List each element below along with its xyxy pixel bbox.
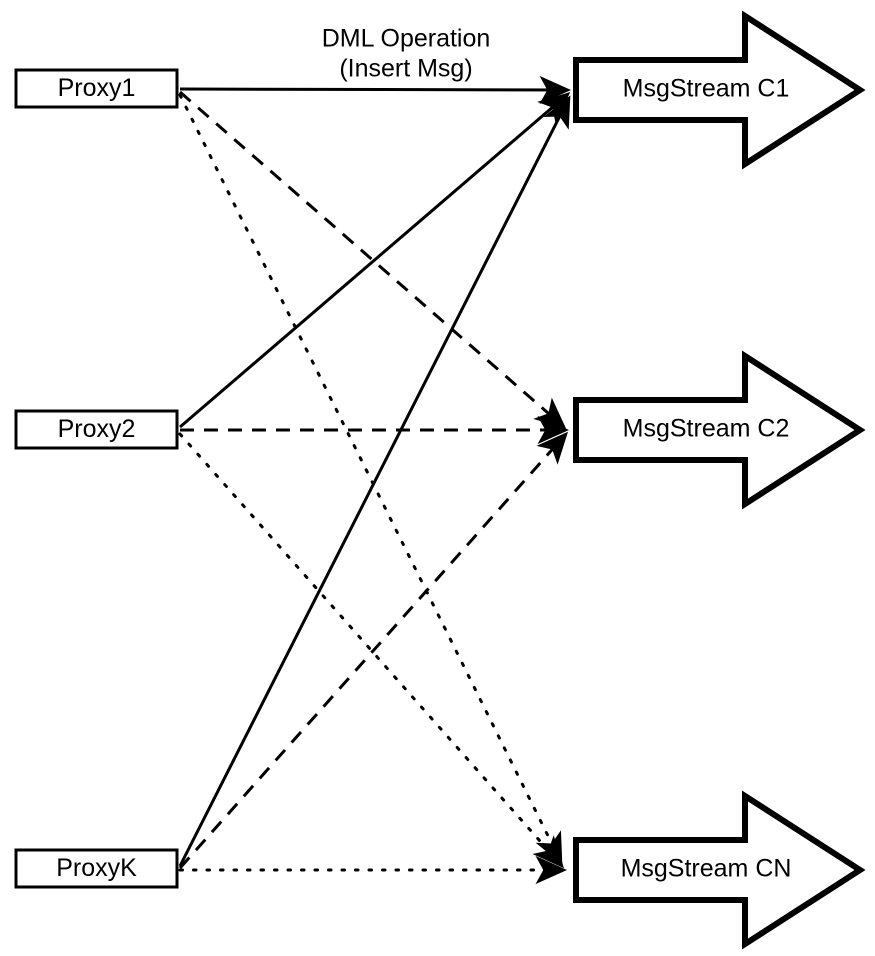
proxy1-label: Proxy1 [58, 74, 136, 102]
proxyk-label: ProxyK [56, 854, 137, 882]
connection-proxyk-to-msgstream-c1 [178, 95, 571, 867]
msgstream-c1-arrow-shape[interactable] [573, 10, 866, 170]
proxy-node-proxy2[interactable]: Proxy2 [14, 409, 179, 450]
connection-proxy2-to-msgstream-cn [178, 432, 564, 869]
connection-proxy1-to-msgstream-c2 [179, 90, 567, 429]
proxy2-label: Proxy2 [58, 415, 136, 443]
stream-node-msgstream-c1[interactable]: MsgStream C1 [573, 10, 866, 170]
msgstream-c2-label: MsgStream C2 [623, 415, 790, 443]
stream-node-msgstream-c2[interactable]: MsgStream C2 [573, 350, 866, 510]
proxy-node-proxyk[interactable]: ProxyK [14, 848, 179, 889]
msgstream-cn-arrow-shape[interactable] [573, 790, 866, 950]
msgstream-c1-label: MsgStream C1 [623, 75, 790, 103]
msgstream-cn-label: MsgStream CN [621, 855, 792, 883]
stream-node-msgstream-cn[interactable]: MsgStream CN [573, 790, 866, 950]
connection-proxy2-to-msgstream-c1 [179, 92, 571, 429]
connection-proxy1-to-msgstream-c1 [179, 75, 571, 105]
proxy-node-proxy1[interactable]: Proxy1 [14, 68, 179, 109]
dml-operation-label-line1: DML Operation [322, 25, 491, 53]
connection-proxyk-to-msgstream-c2 [178, 431, 568, 869]
proxyk-box[interactable] [14, 848, 179, 889]
dml-operation-label-line2: (Insert Msg) [339, 55, 472, 83]
connection-proxy1-to-msgstream-cn [178, 93, 563, 865]
proxy2-box[interactable] [14, 409, 179, 450]
proxy1-box[interactable] [14, 68, 179, 109]
msgstream-c2-arrow-shape[interactable] [573, 350, 866, 510]
